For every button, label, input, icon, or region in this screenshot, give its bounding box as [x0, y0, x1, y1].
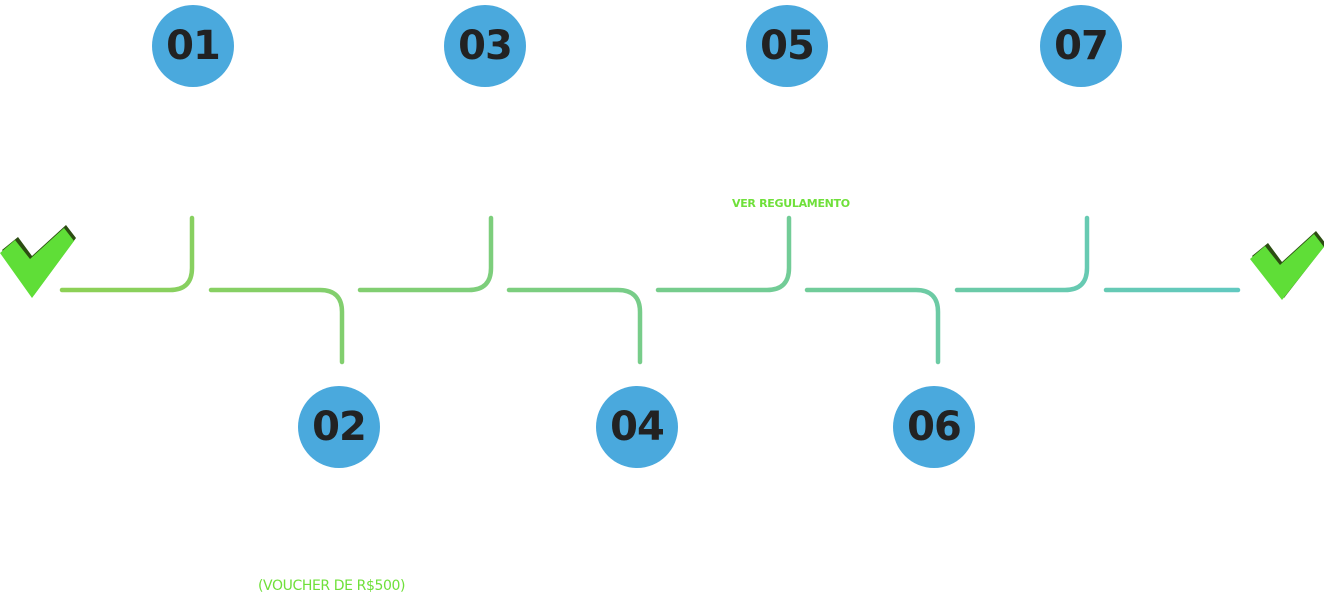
connector-lines	[59, 215, 1241, 365]
step-circle-06: 06	[893, 386, 975, 468]
step-circle-02: 02	[298, 386, 380, 468]
start-checkmark-icon	[0, 225, 76, 298]
connector-segment-5	[655, 215, 792, 293]
connector-segment-4	[506, 287, 643, 365]
step-circle-01: 01	[152, 5, 234, 87]
connector-segment-6	[804, 287, 941, 365]
end-checkmark-icon	[1250, 231, 1324, 300]
connector-segment-2	[208, 287, 345, 365]
connector-segment-1	[59, 215, 195, 293]
step-circle-05: 05	[746, 5, 828, 87]
connector-segment-7	[954, 215, 1090, 293]
regulation-link[interactable]: VER REGULAMENTO	[732, 197, 850, 210]
step-circle-07: 07	[1040, 5, 1122, 87]
step-circle-04: 04	[596, 386, 678, 468]
voucher-note: (VOUCHER DE R$500)	[258, 578, 406, 594]
connector-segment-3	[357, 215, 494, 293]
step-circle-03: 03	[444, 5, 526, 87]
